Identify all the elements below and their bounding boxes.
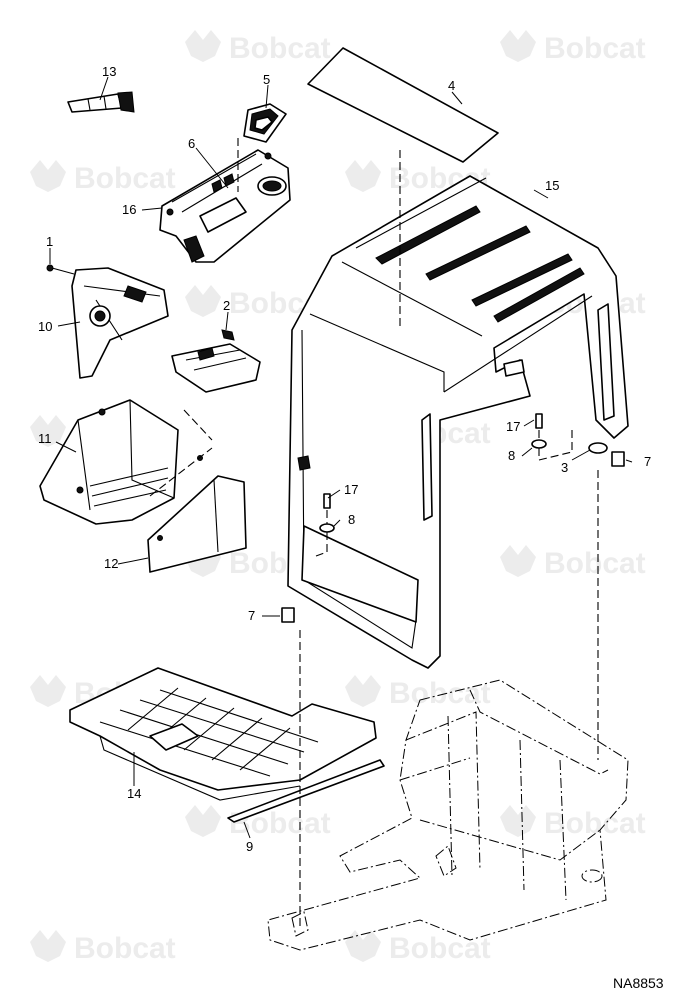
callout-8-left: 8 [348,512,355,527]
part-2-switch-panel [171,329,261,393]
callout-14: 14 [127,786,141,801]
callout-9: 9 [246,839,253,854]
part-4-headliner [307,47,499,163]
callout-10: 10 [38,319,52,334]
leader-lines [49,76,633,839]
hardware-left [281,493,335,623]
part-13-sealant-tube [67,91,135,113]
watermark-16: Bobcat [345,930,491,965]
callout-15: 15 [545,178,559,193]
callout-16: 16 [122,202,136,217]
watermark-text: Bobcat [389,932,491,965]
watermark-text: Bobcat [544,547,646,580]
watermark-12: Bobcat [345,675,491,710]
watermark-13: Bobcat [185,805,331,840]
part-14-floor-panel [69,667,377,801]
callout-8-right: 8 [508,448,515,463]
assembly-lines [149,150,599,930]
callout-13: 13 [102,64,116,79]
callout-17-right: 17 [506,419,520,434]
bobcat-logo-icon [500,805,536,837]
callout-11: 11 [38,431,52,446]
bobcat-logo-icon [500,30,536,62]
bobcat-logo-icon [345,675,381,707]
watermark-text: Bobcat [74,932,176,965]
drawing-id: NA8853 [613,975,664,991]
callout-1: 1 [46,234,53,249]
bobcat-logo-icon [30,160,66,192]
bobcat-logo-icon [30,675,66,707]
part-10-side-panel [46,264,169,379]
part-9-seal-strip [227,759,385,823]
watermark-1: Bobcat [185,30,331,65]
part-6-console [159,138,291,263]
part-12-side-cover [147,475,247,573]
drawing-id-block: NA8853 [613,975,664,991]
callout-5: 5 [263,72,270,87]
part-15-cab [287,175,629,669]
callout-6: 6 [188,136,195,151]
hardware-right [531,413,625,467]
watermark-3: Bobcat [30,160,176,195]
bobcat-logo-icon [185,285,221,317]
watermark-10: Bobcat [500,545,646,580]
callout-7-right: 7 [644,454,651,469]
bobcat-logo-icon [30,415,66,447]
part-11-seat-base [39,399,203,525]
bobcat-logo-icon [185,30,221,62]
watermark-text: Bobcat [229,32,331,65]
watermark-text: Bobcat [544,807,646,840]
watermark-15: Bobcat [30,930,176,965]
callout-12: 12 [104,556,118,571]
machine-frame-phantom [267,679,629,951]
watermark-14: Bobcat [500,805,646,840]
watermark-2: Bobcat [500,30,646,65]
part-5-cup-holder [243,103,287,143]
watermark-text: Bobcat [74,162,176,195]
bobcat-logo-icon [30,930,66,962]
watermark-text: Bobcat [389,677,491,710]
bobcat-logo-icon [185,805,221,837]
bobcat-logo-icon [500,545,536,577]
watermark-text: Bobcat [544,32,646,65]
callout-4: 4 [448,78,455,93]
callout-17-left: 17 [344,482,358,497]
callout-3: 3 [561,460,568,475]
bobcat-logo-icon [345,930,381,962]
callout-labels: 13 5 4 6 15 16 1 2 10 17 11 8 7 3 17 8 1… [38,64,651,854]
callout-2: 2 [223,298,230,313]
bobcat-logo-icon [345,160,381,192]
callout-7-left: 7 [248,608,255,623]
